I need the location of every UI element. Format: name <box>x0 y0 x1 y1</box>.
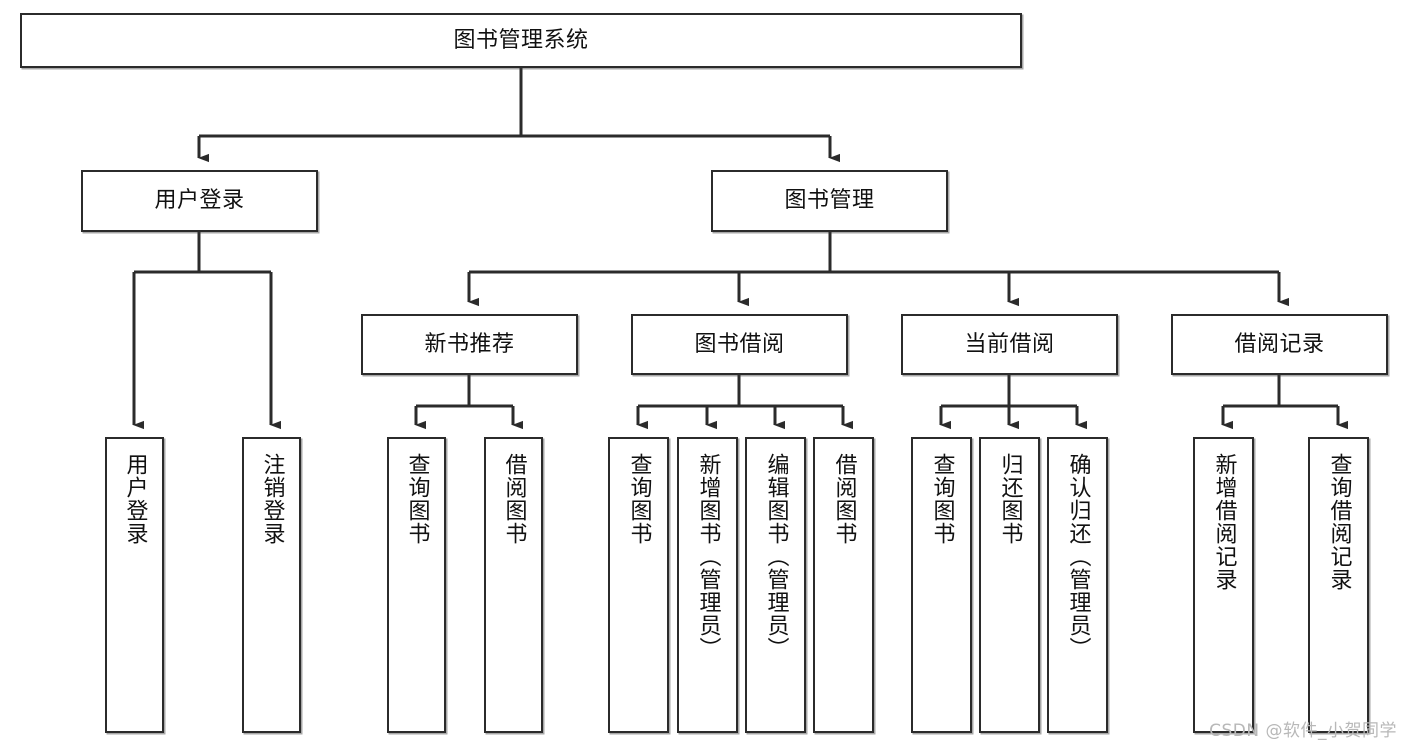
node-book-borrow[interactable]: 图书借阅 <box>631 314 848 375</box>
leaf-query-book-2[interactable]: 查询图书 <box>608 437 669 733</box>
node-root[interactable]: 图书管理系统 <box>20 13 1022 68</box>
node-current-borrow-label: 当前借阅 <box>964 331 1055 357</box>
node-new-book-recommend[interactable]: 新书推荐 <box>361 314 578 375</box>
leaf-user-login[interactable]: 用户登录 <box>105 437 164 733</box>
node-root-label: 图书管理系统 <box>453 27 589 53</box>
node-book-borrow-label: 图书借阅 <box>694 331 785 357</box>
leaf-query-record-label: 查询借阅记录 <box>1326 453 1352 591</box>
leaf-borrow-book-2[interactable]: 借阅图书 <box>813 437 874 733</box>
node-new-book-recommend-label: 新书推荐 <box>424 331 515 357</box>
leaf-edit-book-label: 编辑图书（管理员） <box>763 453 789 660</box>
leaf-query-book-3-label: 查询图书 <box>929 453 955 545</box>
leaf-query-record[interactable]: 查询借阅记录 <box>1308 437 1369 733</box>
leaf-add-record[interactable]: 新增借阅记录 <box>1193 437 1254 733</box>
leaf-add-book[interactable]: 新增图书（管理员） <box>677 437 738 733</box>
leaf-borrow-book-1[interactable]: 借阅图书 <box>484 437 543 733</box>
node-user-login[interactable]: 用户登录 <box>81 170 318 232</box>
leaf-edit-book[interactable]: 编辑图书（管理员） <box>745 437 806 733</box>
leaf-borrow-book-2-label: 借阅图书 <box>831 453 857 545</box>
leaf-add-record-label: 新增借阅记录 <box>1211 453 1237 591</box>
node-current-borrow[interactable]: 当前借阅 <box>901 314 1118 375</box>
leaf-confirm-return-label: 确认归还（管理员） <box>1065 453 1091 660</box>
leaf-return-book-label: 归还图书 <box>997 453 1023 545</box>
leaf-confirm-return[interactable]: 确认归还（管理员） <box>1047 437 1108 733</box>
leaf-query-book-1-label: 查询图书 <box>404 453 430 545</box>
node-book-management[interactable]: 图书管理 <box>711 170 948 232</box>
node-borrow-record[interactable]: 借阅记录 <box>1171 314 1388 375</box>
leaf-query-book-1[interactable]: 查询图书 <box>387 437 446 733</box>
leaf-borrow-book-1-label: 借阅图书 <box>501 453 527 545</box>
leaf-add-book-label: 新增图书（管理员） <box>695 453 721 660</box>
csdn-watermark: CSDN @软件_小贺同学 <box>1209 721 1397 741</box>
leaf-logout-login-label: 注销登录 <box>259 453 285 545</box>
leaf-logout-login[interactable]: 注销登录 <box>242 437 301 733</box>
node-borrow-record-label: 借阅记录 <box>1234 331 1325 357</box>
leaf-return-book[interactable]: 归还图书 <box>979 437 1040 733</box>
node-user-login-label: 用户登录 <box>154 188 245 214</box>
leaf-user-login-label: 用户登录 <box>122 453 148 545</box>
leaf-query-book-3[interactable]: 查询图书 <box>911 437 972 733</box>
leaf-query-book-2-label: 查询图书 <box>626 453 652 545</box>
node-book-management-label: 图书管理 <box>784 188 875 214</box>
